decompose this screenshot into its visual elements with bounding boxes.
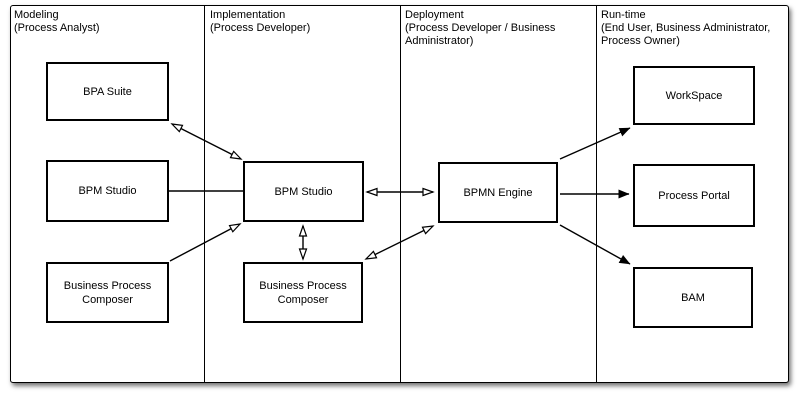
node-label: BPMN Engine — [463, 186, 533, 199]
node-bpm-studio-modeling: BPM Studio — [46, 160, 169, 222]
node-label: BAM — [681, 291, 705, 304]
node-label: BPM Studio — [78, 185, 137, 197]
column-title: Modeling — [14, 9, 59, 21]
node-label: BPM Studio — [274, 185, 333, 198]
node-business-process-composer-implementation: Business Process Composer — [243, 262, 363, 323]
node-label: Business Process Composer — [63, 279, 152, 306]
column-header-runtime: Run-time (End User, Business Administrat… — [601, 9, 786, 48]
node-bpmn-engine: BPMN Engine — [438, 162, 558, 223]
edge-composer-modeling-bpm-studio — [169, 223, 242, 262]
node-workspace: WorkSpace — [633, 66, 755, 125]
column-title: Run-time — [601, 9, 646, 21]
column-divider-1 — [204, 6, 205, 383]
node-bpa-suite: BPA Suite — [46, 62, 169, 121]
node-process-portal: Process Portal — [633, 164, 755, 227]
column-title: Deployment — [405, 9, 464, 21]
column-subtitle: (Process Developer / Business Administra… — [405, 22, 556, 47]
column-header-deployment: Deployment (Process Developer / Business… — [405, 9, 590, 48]
node-label: WorkSpace — [665, 89, 723, 102]
node-label: Process Portal — [658, 189, 730, 202]
column-title: Implementation — [210, 9, 286, 21]
node-bpm-studio-implementation: BPM Studio — [243, 161, 364, 222]
column-subtitle: (End User, Business Administrator, Proce… — [601, 22, 771, 47]
column-header-implementation: Implementation (Process Developer) — [210, 9, 390, 35]
edge-composer-implementation-bpmn-engine — [364, 225, 435, 260]
edge-bpmn-engine-workspace — [559, 127, 631, 160]
edge-bpa-suite-bpm-studio — [170, 123, 243, 160]
column-header-modeling: Modeling (Process Analyst) — [14, 9, 194, 35]
column-subtitle: (Process Analyst) — [14, 22, 100, 34]
node-label: Business Process Composer — [259, 279, 347, 306]
column-subtitle: (Process Developer) — [210, 22, 311, 34]
node-label: BPA Suite — [83, 85, 132, 98]
node-business-process-composer-modeling: Business Process Composer — [46, 262, 169, 323]
node-bam: BAM — [633, 267, 753, 328]
edge-bpmn-engine-bam — [559, 224, 631, 265]
